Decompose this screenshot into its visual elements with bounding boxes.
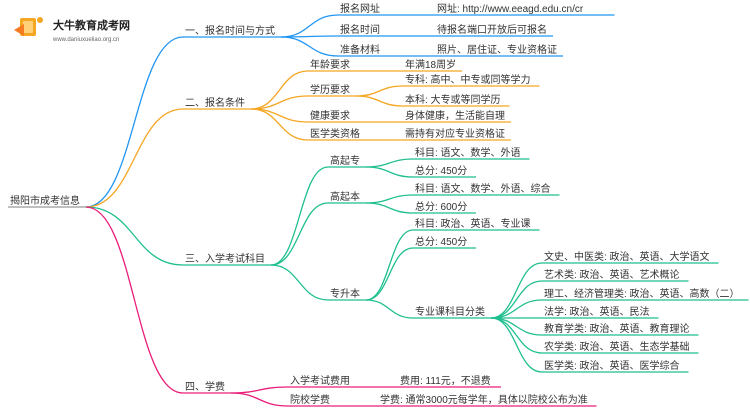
branch-3-node-2-leaf-1: 科目: 语文、数学、外语、综合 — [415, 182, 551, 195]
branch-2-node-4: 医学类资格 — [310, 127, 360, 140]
subject-category-edge-7 — [490, 317, 543, 373]
branch-1-node-2: 报名时间 — [340, 23, 380, 36]
subject-category-edge-6 — [490, 317, 543, 354]
branch-3-node-2-edge-2 — [365, 202, 414, 214]
branch-4-node-2-leaf-1: 学费: 通常3000元每学年，具体以院校公布为准 — [380, 393, 588, 406]
branch-1-node-3: 准备材料 — [340, 43, 380, 56]
branch-3-node-1-leaf-2: 总分: 450分 — [415, 164, 467, 177]
branch-1-edge-3 — [280, 36, 339, 57]
branch-4-node-1: 入学考试费用 — [290, 374, 350, 387]
logo-title: 大牛教育成考网 — [53, 18, 130, 32]
branch-2-edge-2 — [250, 95, 309, 110]
site-logo: 大牛教育成考网 www.daniuxueliao.org.cn — [14, 17, 130, 43]
branch-3-node-3-edge-2 — [365, 247, 414, 301]
subject-category-5: 教育学类: 政治、英语、教育理论 — [544, 322, 690, 335]
branch-3-node-3: 专升本 — [330, 287, 360, 300]
branch-1-node-3-leaf-1: 照片、居住证、专业资格证 — [437, 43, 557, 56]
branch-3-edge-2 — [270, 202, 329, 266]
branch-2-node-2-leaf-1: 专科: 高中、中专或同等学力 — [405, 73, 531, 86]
branch-3-node-3-leaf-3: 专业课科目分类 — [415, 305, 485, 318]
branch-2-edge-4 — [250, 108, 309, 141]
branch-2-node-1-leaf-1: 年满18周岁 — [405, 58, 456, 71]
branch-4-edge-1 — [230, 386, 289, 394]
branch-4: 四、学费 — [185, 380, 225, 393]
branch-3-node-1-leaf-1: 科目: 语文、数学、外语 — [415, 146, 521, 159]
branch-2-node-3: 健康要求 — [310, 109, 350, 122]
branch-1-node-1-leaf-1: 网址: http://www.eeagd.edu.cn/cr — [437, 2, 584, 15]
branch-3-node-1-edge-2 — [365, 166, 414, 178]
branch-3-edge-3 — [270, 264, 329, 301]
branch-2-edge-1 — [250, 70, 309, 110]
root-node: 揭阳市成考信息 — [10, 194, 80, 207]
subject-category-7: 医学类: 政治、英语、医学综合 — [544, 359, 680, 372]
branch-3-node-2-edge-1 — [365, 194, 414, 204]
subject-category-edge-3 — [490, 299, 543, 319]
branch-2-node-2-leaf-2: 本科: 大专或等同学历 — [405, 93, 501, 106]
branch-4-edge-2 — [230, 392, 289, 407]
branch-1: 一、报名时间与方式 — [185, 24, 275, 37]
branch-2-node-4-leaf-1: 需持有对应专业资格证 — [405, 127, 505, 140]
branch-2: 二、报名条件 — [185, 96, 245, 109]
logo-book-icon — [14, 17, 43, 36]
root-to-branch-4 — [85, 206, 184, 394]
branch-3-node-2-leaf-2: 总分: 600分 — [415, 200, 467, 213]
branch-4-node-2: 院校学费 — [290, 393, 330, 406]
branch-2-node-2-edge-1 — [355, 85, 404, 97]
subject-category-3: 理工、经济管理类: 政治、英语、高数（二） — [544, 287, 740, 300]
branch-3-node-2: 高起本 — [330, 190, 360, 203]
branch-2-node-1: 年龄要求 — [310, 58, 350, 71]
branch-3: 三、入学考试科目 — [185, 252, 265, 265]
branch-3-node-3-edge-1 — [365, 229, 414, 301]
branch-3-node-3-edge-3 — [365, 299, 414, 319]
subject-category-edge-2 — [490, 280, 543, 319]
branch-3-edge-1 — [270, 166, 329, 266]
branch-1-edge-1 — [280, 14, 339, 38]
branch-2-node-2: 学历要求 — [310, 83, 350, 96]
subject-category-4: 法学: 政治、英语、民法 — [544, 305, 650, 318]
branch-3-node-1-edge-1 — [365, 158, 414, 168]
branch-3-node-3-leaf-2: 总分: 450分 — [415, 235, 467, 248]
root-to-branch-3 — [85, 206, 184, 266]
root-to-branch-2 — [85, 108, 184, 208]
root-to-branch-1 — [85, 36, 184, 208]
branch-3-node-1: 高起专 — [330, 154, 360, 167]
branch-2-node-3-leaf-1: 身体健康，生活能自理 — [405, 109, 505, 122]
subject-category-1: 文史、中医类: 政治、英语、大学语文 — [544, 250, 710, 263]
branch-4-node-1-leaf-1: 费用: 111元，不退费 — [400, 374, 491, 387]
branch-1-node-1: 报名网址 — [340, 2, 380, 15]
branch-3-node-3-leaf-1: 科目: 政治、英语、专业课 — [415, 217, 531, 230]
subject-category-6: 农学类: 政治、英语、生态学基础 — [544, 340, 690, 353]
branch-1-node-2-leaf-1: 待报名端口开放后可报名 — [437, 23, 547, 36]
branch-2-node-2-edge-2 — [355, 95, 404, 107]
logo-subtitle: www.daniuxueliao.org.cn — [52, 37, 119, 43]
branch-2-edge-3 — [250, 108, 309, 123]
subject-category-2: 艺术类: 政治、英语、艺术概论 — [544, 268, 680, 281]
subject-category-edge-1 — [490, 262, 543, 319]
